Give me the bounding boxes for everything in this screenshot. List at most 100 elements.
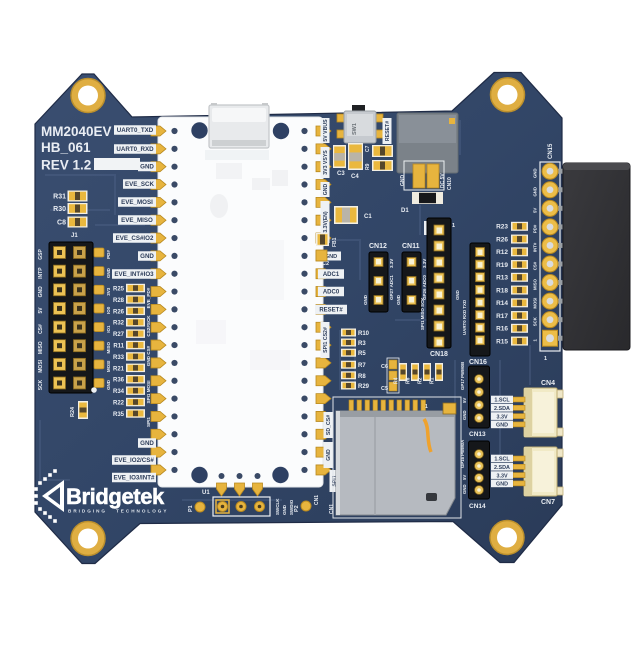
svg-text:R13: R13 [496, 275, 508, 282]
svg-text:R4: R4 [394, 377, 400, 384]
svg-text:MOSI: MOSI [106, 361, 111, 373]
svg-text:C8: C8 [57, 220, 66, 227]
svg-text:R29: R29 [358, 384, 370, 390]
svg-text:GND: GND [400, 175, 406, 187]
svg-text:GND: GND [462, 410, 467, 420]
svg-text:MOSI: MOSI [38, 359, 44, 372]
svg-text:U1: U1 [202, 490, 210, 496]
svg-text:R16: R16 [496, 326, 508, 333]
svg-text:3V3: 3V3 [106, 287, 111, 296]
svg-text:GND: GND [326, 449, 332, 461]
svg-text:EVE_MISO: EVE_MISO [121, 217, 153, 224]
svg-text:R14: R14 [496, 300, 508, 307]
svg-text:MISO: MISO [106, 341, 111, 353]
svg-text:EVE_INT#IO3: EVE_INT#IO3 [114, 271, 154, 278]
svg-text:GND: GND [106, 379, 111, 390]
svg-text:R35: R35 [113, 412, 125, 418]
svg-text:1: 1 [425, 404, 428, 410]
svg-text:3.3V(EN): 3.3V(EN) [323, 211, 329, 233]
svg-text:GND: GND [396, 294, 401, 305]
svg-text:CS#: CS# [533, 261, 538, 270]
svg-text:EVE_PD#: EVE_PD# [146, 287, 151, 308]
svg-text:SW1: SW1 [352, 123, 358, 135]
svg-text:R1: R1 [430, 377, 436, 384]
svg-text:5V: 5V [533, 208, 538, 213]
svg-text:1: 1 [544, 356, 547, 362]
svg-text:IO1: IO1 [106, 325, 111, 333]
svg-text:R32: R32 [113, 321, 125, 327]
svg-text:ADC0: ADC0 [323, 290, 340, 296]
svg-text:R7: R7 [358, 363, 366, 369]
svg-text:CN10: CN10 [447, 177, 453, 190]
svg-text:MISO: MISO [38, 341, 44, 354]
svg-text:UART0_RXD: UART0_RXD [116, 146, 154, 153]
svg-text:R19: R19 [496, 262, 508, 269]
svg-text:D1: D1 [401, 208, 409, 214]
svg-text:GND CS#: GND CS# [146, 345, 151, 366]
svg-text:GND: GND [140, 253, 154, 260]
svg-text:GP17 PWM0B: GP17 PWM0B [460, 362, 465, 390]
svg-text:RESET#: RESET# [385, 121, 391, 141]
svg-text:GP16 PWM0A: GP16 PWM0A [460, 440, 465, 468]
svg-text:R30: R30 [53, 206, 66, 213]
svg-text:3.3V: 3.3V [496, 414, 507, 420]
svg-text:P1: P1 [188, 505, 194, 512]
svg-text:GSP: GSP [38, 249, 44, 260]
svg-text:SPI1: SPI1 [332, 475, 338, 486]
svg-text:R26: R26 [113, 309, 125, 315]
svg-text:CN7: CN7 [541, 499, 555, 506]
svg-text:R33: R33 [113, 355, 125, 361]
svg-text:CS#: CS# [38, 324, 44, 334]
svg-text:MM2040EV: MM2040EV [41, 124, 112, 139]
svg-text:UART0_TXD: UART0_TXD [117, 127, 154, 134]
svg-text:SWCLK: SWCLK [275, 498, 280, 515]
svg-text:R28: R28 [113, 298, 125, 304]
svg-text:R24: R24 [70, 406, 76, 417]
svg-text:CN11: CN11 [402, 243, 420, 250]
svg-text:R2: R2 [418, 377, 424, 384]
svg-text:R34: R34 [113, 389, 125, 395]
svg-text:C7: C7 [365, 145, 371, 152]
svg-text:UART0 RXD TXD: UART0 RXD TXD [462, 300, 467, 335]
svg-text:R17: R17 [496, 313, 508, 320]
svg-text:C5: C5 [381, 386, 388, 392]
svg-text:GND: GND [533, 187, 538, 197]
svg-text:SPI1 CS2#: SPI1 CS2# [323, 327, 329, 353]
svg-text:C1: C1 [364, 214, 372, 220]
svg-text:CS2#SCK: CS2#SCK [146, 315, 151, 337]
svg-text:ADC1: ADC1 [323, 272, 340, 278]
svg-text:BRIDGING: BRIDGING [68, 509, 107, 514]
svg-text:CN14: CN14 [469, 503, 486, 510]
svg-text:R27: R27 [113, 332, 125, 338]
svg-text:3.3V: 3.3V [496, 473, 507, 479]
svg-text:PD#: PD# [533, 224, 538, 233]
svg-text:R25: R25 [113, 287, 125, 293]
svg-text:HB_061: HB_061 [41, 140, 91, 155]
svg-text:SWDIO: SWDIO [289, 499, 294, 515]
svg-text:GND: GND [140, 440, 154, 447]
svg-text:1: 1 [452, 223, 455, 229]
svg-text:RESET#: RESET# [319, 308, 343, 314]
svg-text:1.SCL: 1.SCL [494, 457, 510, 463]
svg-text:SCK: SCK [533, 316, 538, 326]
svg-text:C6: C6 [381, 364, 388, 370]
svg-text:CN16: CN16 [469, 359, 487, 366]
svg-text:C2: C2 [322, 261, 329, 267]
svg-text:CN18: CN18 [430, 351, 448, 358]
svg-text:SD_CS#: SD_CS# [326, 415, 332, 435]
svg-text:R15: R15 [496, 338, 508, 345]
svg-text:GND: GND [325, 254, 337, 260]
svg-text:GND: GND [496, 423, 508, 429]
svg-text:GND: GND [38, 286, 44, 298]
svg-text:1.SCL: 1.SCL [494, 398, 510, 404]
svg-text:DC 5V: DC 5V [440, 173, 446, 188]
svg-text:GND: GND [363, 294, 368, 305]
svg-text:FB1: FB1 [332, 237, 338, 247]
svg-text:GND: GND [462, 484, 467, 494]
svg-text:CN15: CN15 [548, 143, 554, 159]
svg-text:MOSI: MOSI [533, 298, 538, 309]
svg-text:GP27 ADC1: GP27 ADC1 [389, 275, 394, 300]
svg-text:TECHNOLOGY: TECHNOLOGY [116, 509, 168, 514]
svg-text:R5: R5 [358, 351, 366, 357]
svg-text:C4: C4 [351, 174, 359, 180]
